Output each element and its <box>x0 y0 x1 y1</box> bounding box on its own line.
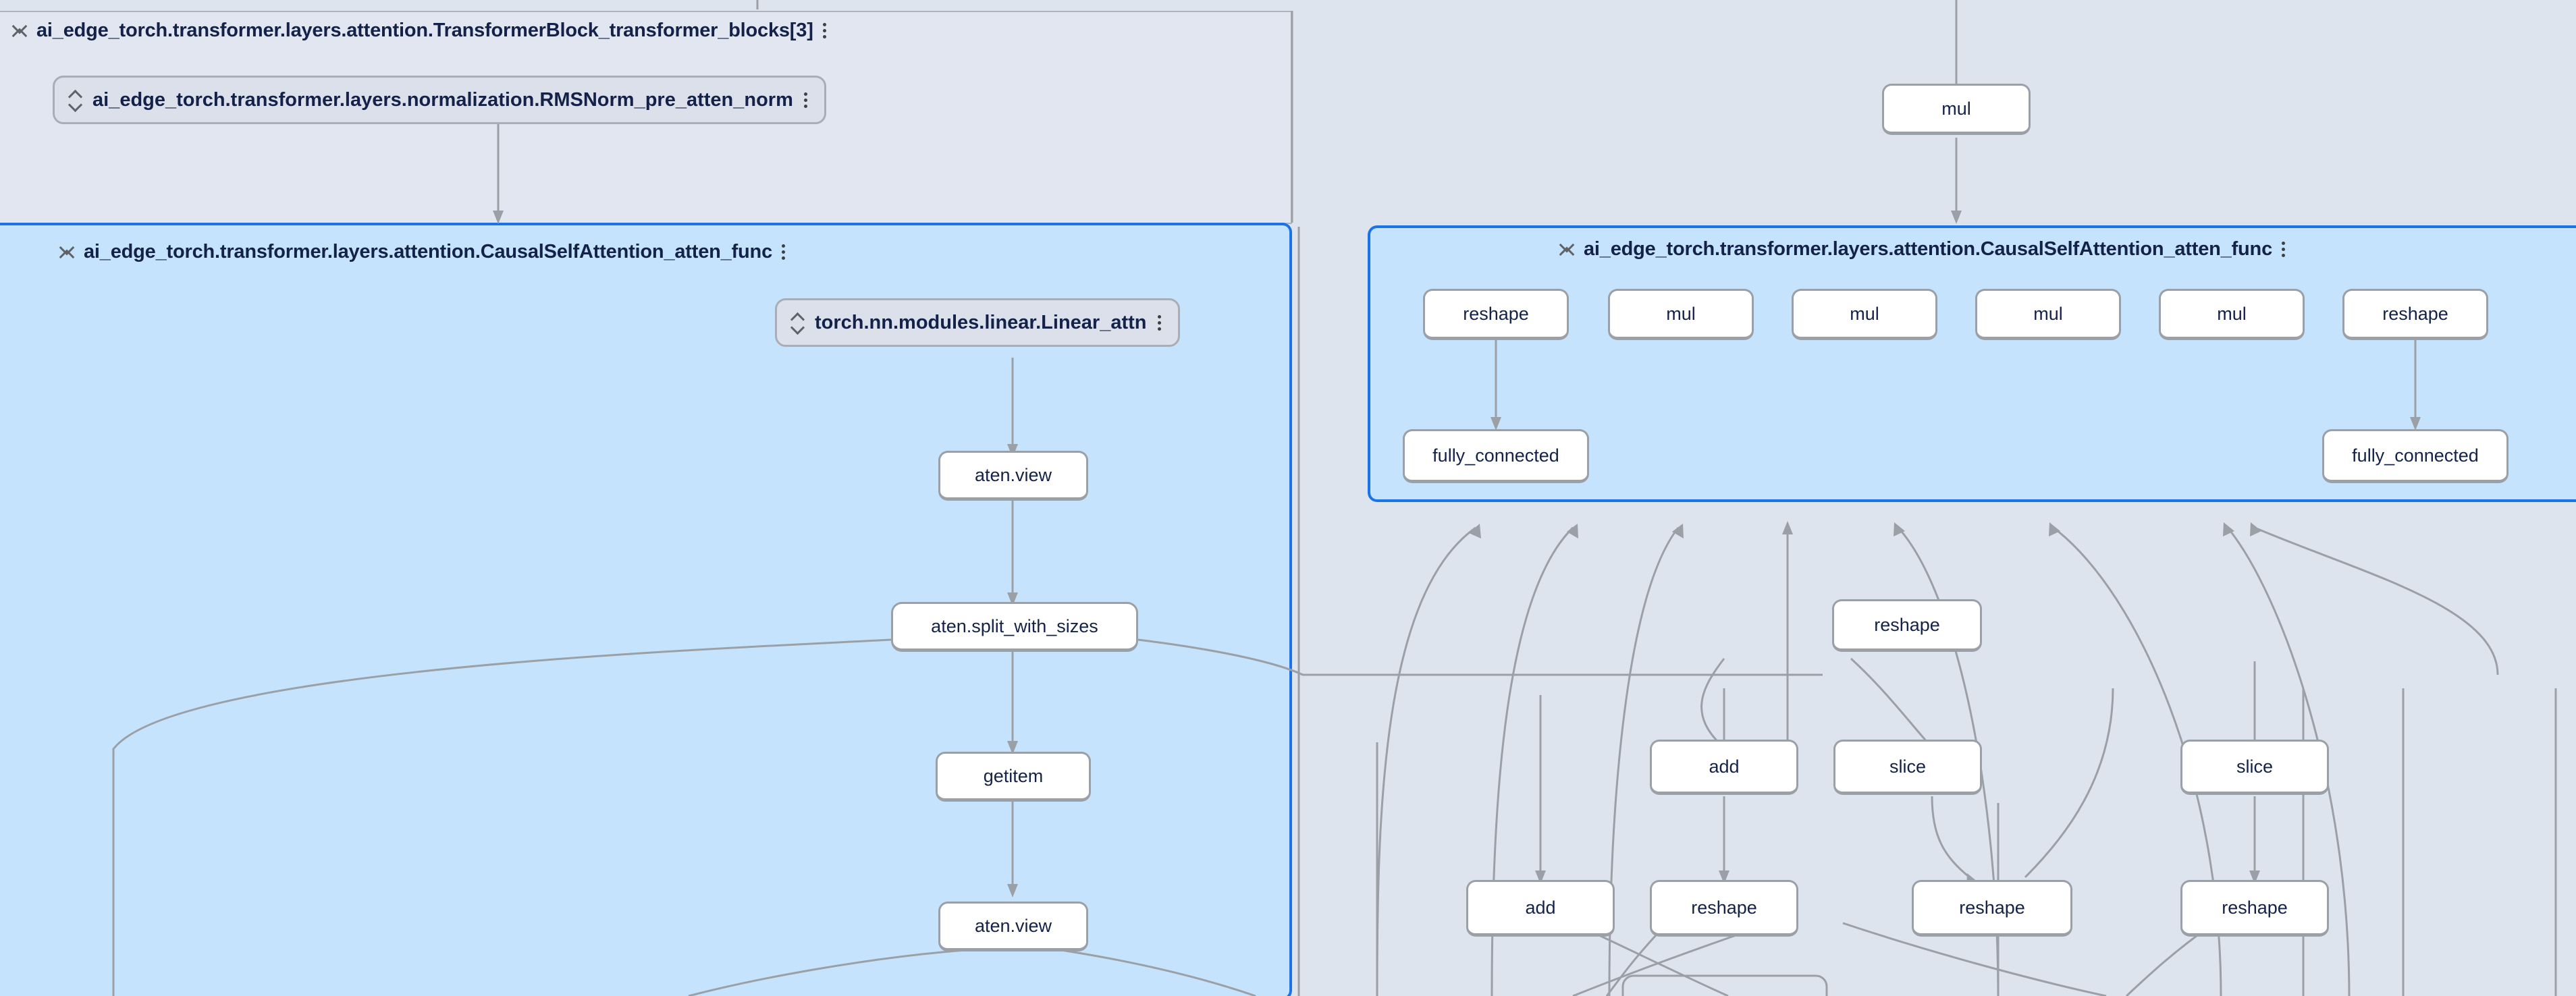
node-label: mul <box>2217 303 2247 324</box>
node-label: mul <box>1666 303 1696 324</box>
node-mul-r4[interactable]: mul <box>2159 289 2305 340</box>
node-label: fully_connected <box>2352 445 2479 466</box>
node-mul-r3[interactable]: mul <box>1975 289 2121 340</box>
node-label: slice <box>2236 756 2273 777</box>
node-label: reshape <box>1691 897 1757 918</box>
node-reshape-b3[interactable]: reshape <box>2180 880 2329 937</box>
kebab-menu-icon[interactable] <box>782 242 788 261</box>
group-header-causal-self-attention-right[interactable]: ai_edge_torch.transformer.layers.attenti… <box>1559 238 2288 260</box>
node-label: getitem <box>983 765 1044 786</box>
kebab-menu-icon[interactable] <box>2282 240 2288 258</box>
group-label: ai_edge_torch.transformer.layers.attenti… <box>1584 238 2272 260</box>
node-label: reshape <box>2382 303 2448 324</box>
node-label: mul <box>1850 303 1879 324</box>
node-label: reshape <box>1959 897 2025 918</box>
group-header-transformer-block-3[interactable]: ai_edge_torch.transformer.layers.attenti… <box>12 19 830 42</box>
kebab-menu-icon[interactable] <box>803 90 811 109</box>
node-getitem[interactable]: getitem <box>936 752 1091 802</box>
node-reshape-b1[interactable]: reshape <box>1650 880 1798 937</box>
group-label: ai_edge_torch.transformer.layers.attenti… <box>36 19 813 41</box>
kebab-menu-icon[interactable] <box>822 21 830 40</box>
node-label: reshape <box>2222 897 2288 918</box>
node-label: reshape <box>1874 614 1940 635</box>
node-label: add <box>1709 756 1740 777</box>
node-label: add <box>1525 897 1556 918</box>
node-fully-connected-right[interactable]: fully_connected <box>2322 429 2508 483</box>
node-aten-view-2[interactable]: aten.view <box>938 902 1088 951</box>
node-label: fully_connected <box>1432 445 1559 466</box>
node-label: mul <box>1941 98 1971 119</box>
node-label: slice <box>1889 756 1926 777</box>
node-label: aten.split_with_sizes <box>931 615 1098 636</box>
layer-node-label: ai_edge_torch.transformer.layers.normali… <box>92 88 793 111</box>
kebab-menu-icon[interactable] <box>1157 313 1164 332</box>
node-label: mul <box>2033 303 2063 324</box>
layer-node-label: torch.nn.modules.linear.Linear_attn <box>815 311 1147 333</box>
node-fully-connected-left[interactable]: fully_connected <box>1403 429 1589 483</box>
node-label: aten.view <box>974 915 1052 936</box>
node-mul-r1[interactable]: mul <box>1608 289 1754 340</box>
collapse-icon[interactable] <box>59 240 74 263</box>
collapse-icon[interactable] <box>1559 238 1574 260</box>
node-label: aten.view <box>974 464 1052 485</box>
collapse-icon[interactable] <box>12 19 27 42</box>
node-reshape-r1[interactable]: reshape <box>1423 289 1569 340</box>
layer-node-rmsnorm-pre-atten-norm[interactable]: ai_edge_torch.transformer.layers.normali… <box>53 76 826 124</box>
node-slice-1[interactable]: slice <box>1833 740 1982 795</box>
node-mul-r2[interactable]: mul <box>1792 289 1937 340</box>
node-reshape-mid[interactable]: reshape <box>1832 599 1982 652</box>
node-label: reshape <box>1463 303 1529 324</box>
layer-node-linear-attn[interactable]: torch.nn.modules.linear.Linear_attn <box>775 298 1180 347</box>
group-header-causal-self-attention-left[interactable]: ai_edge_torch.transformer.layers.attenti… <box>59 240 788 263</box>
expand-icon[interactable] <box>68 89 82 111</box>
node-add-2[interactable]: add <box>1466 880 1615 937</box>
node-mul-top[interactable]: mul <box>1882 84 2031 135</box>
node-reshape-r2[interactable]: reshape <box>2342 289 2488 340</box>
node-slice-2[interactable]: slice <box>2180 740 2329 795</box>
expand-icon[interactable] <box>790 312 804 333</box>
group-label: ai_edge_torch.transformer.layers.attenti… <box>84 240 772 262</box>
node-aten-view-1[interactable]: aten.view <box>938 451 1088 501</box>
node-add-1[interactable]: add <box>1650 740 1798 795</box>
node-aten-split-with-sizes[interactable]: aten.split_with_sizes <box>891 602 1138 652</box>
node-reshape-b2[interactable]: reshape <box>1912 880 2072 937</box>
